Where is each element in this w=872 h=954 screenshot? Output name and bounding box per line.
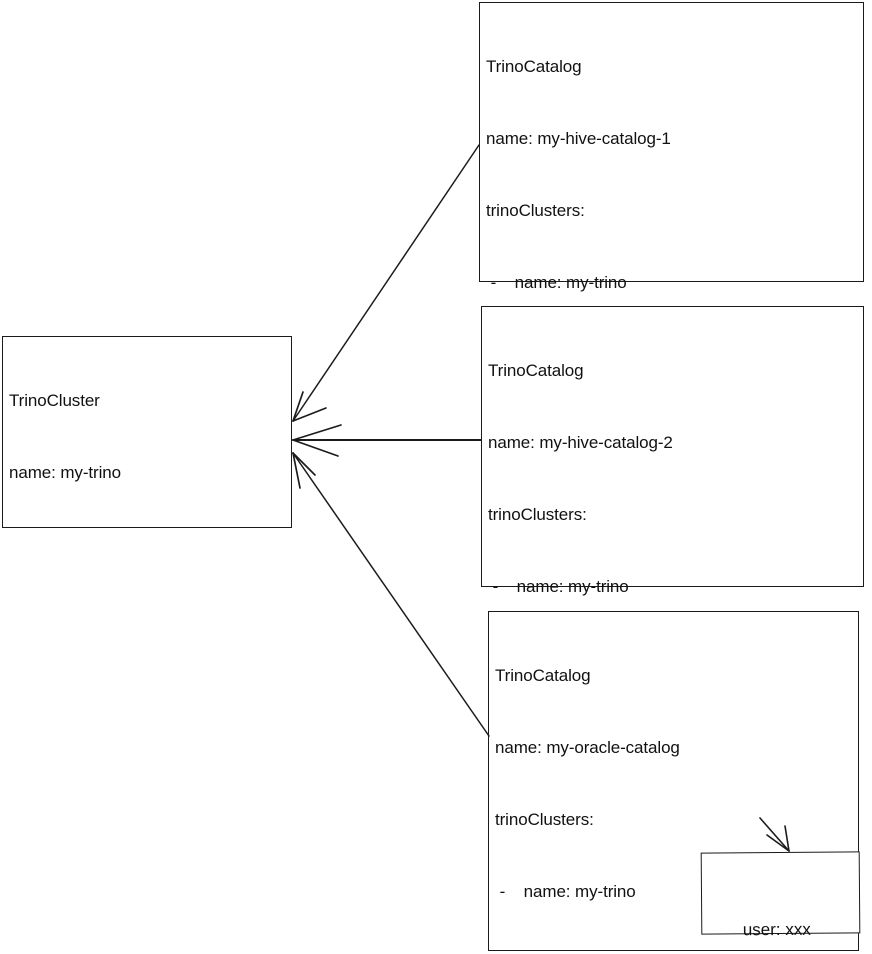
connector-catalog-2-to-cluster bbox=[292, 424, 482, 457]
catalog-3-line-0: TrinoCatalog bbox=[495, 666, 591, 685]
secret-box-content: user: xxx password: xxx bbox=[702, 864, 853, 954]
catalog-1-line-1: name: my-hive-catalog-1 bbox=[486, 129, 671, 148]
catalog-3-line-2: trinoClusters: bbox=[495, 810, 594, 829]
trino-cluster-yaml: TrinoCluster name: my-trino bbox=[9, 341, 289, 533]
catalog-2-line-0: TrinoCatalog bbox=[488, 361, 584, 380]
catalog-1-line-0: TrinoCatalog bbox=[486, 57, 582, 76]
catalog-2-line-1: name: my-hive-catalog-2 bbox=[488, 433, 673, 452]
trino-cluster-line-1: name: my-trino bbox=[9, 463, 121, 482]
catalog-3-yaml: TrinoCatalog name: my-oracle-catalog tri… bbox=[495, 616, 856, 954]
node-oracle-credentials-secret[interactable]: user: xxx password: xxx bbox=[700, 851, 861, 939]
catalog-1-line-3: - name: my-trino bbox=[486, 273, 627, 292]
catalog-2-line-3: - name: my-trino bbox=[488, 577, 629, 596]
connector-catalog-3-to-cluster bbox=[292, 452, 490, 737]
catalog-3-line-1: name: my-oracle-catalog bbox=[495, 738, 680, 757]
node-trino-catalog-my-hive-catalog-2[interactable]: TrinoCatalog name: my-hive-catalog-2 tri… bbox=[481, 306, 864, 884]
secret-line-user: user: xxx bbox=[742, 919, 811, 940]
connector-catalog-1-to-cluster bbox=[292, 144, 480, 422]
trino-cluster-line-0: TrinoCluster bbox=[9, 391, 100, 410]
catalog-1-line-2: trinoClusters: bbox=[486, 201, 585, 220]
node-trino-cluster[interactable]: TrinoCluster name: my-trino bbox=[2, 336, 292, 528]
node-trino-catalog-my-hive-catalog-1[interactable]: TrinoCatalog name: my-hive-catalog-1 tri… bbox=[479, 2, 864, 652]
catalog-2-line-2: trinoClusters: bbox=[488, 505, 587, 524]
catalog-3-line-3: - name: my-trino bbox=[495, 882, 636, 901]
